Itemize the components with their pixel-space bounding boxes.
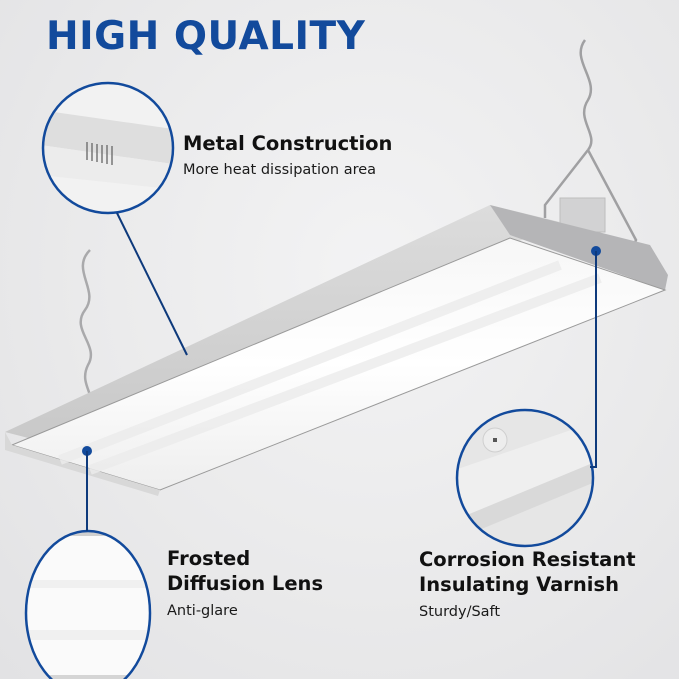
feature-title-frosted-line1: Frosted: [167, 547, 251, 570]
feature-subtitle-corrosion: Sturdy/Saft: [419, 604, 501, 620]
feature-title-frosted-line2: Diffusion Lens: [167, 572, 324, 595]
feature-title-corrosion-line2: Insulating Varnish: [419, 573, 619, 596]
callout-metal-construction: [41, 81, 188, 356]
junction-box: [559, 197, 606, 233]
feature-title-metal-construction: Metal Construction: [183, 132, 393, 155]
callout-corrosion-resistant: [455, 246, 601, 548]
feature-subtitle-frosted: Anti-glare: [167, 603, 238, 619]
feature-subtitle-metal-construction: More heat dissipation area: [183, 162, 377, 178]
callout-frosted-lens: [24, 446, 152, 679]
fixture-frame-side: [5, 205, 560, 450]
feature-title-corrosion-line1: Corrosion Resistant: [419, 548, 636, 571]
headline: HIGH QUALITY: [46, 14, 366, 59]
fixture-end-cap: [490, 205, 668, 290]
